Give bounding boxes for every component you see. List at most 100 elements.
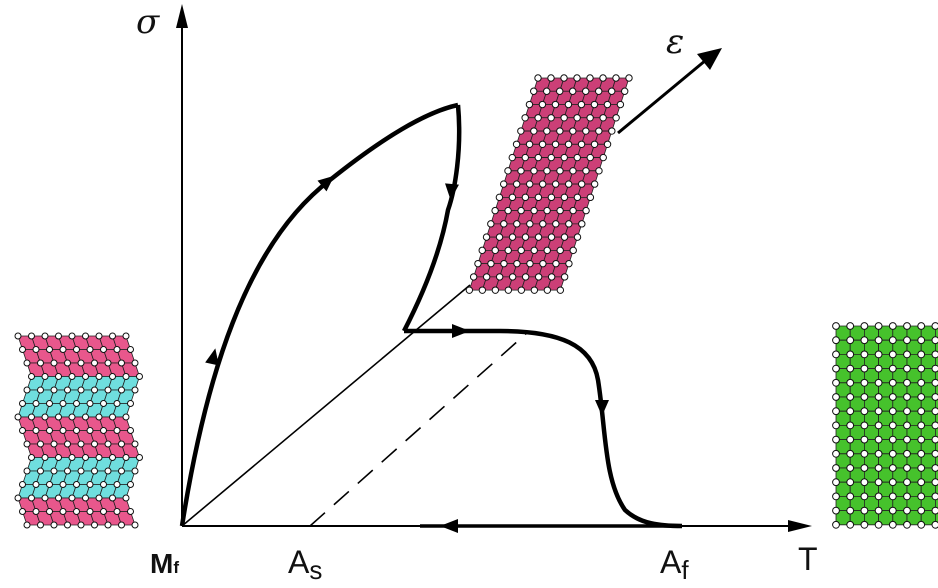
lattice-node (14, 332, 22, 340)
lattice-node (113, 481, 121, 488)
lattice-node (917, 478, 926, 487)
lattice-node (100, 427, 107, 434)
lattice-node (560, 74, 568, 82)
heating-path (404, 328, 683, 529)
lattice-node (530, 87, 538, 95)
lattice-node (41, 373, 49, 380)
lattice-node (495, 233, 504, 241)
lattice-node (517, 286, 526, 294)
lattice-node (73, 427, 80, 434)
lattice-node (131, 440, 139, 448)
lattice-node (917, 492, 926, 501)
lattice-node (539, 259, 547, 268)
lattice-node (131, 359, 139, 367)
lattice-node (499, 180, 508, 188)
lattice-node (122, 494, 130, 502)
lattice-node (122, 332, 130, 340)
lattice-node (517, 206, 525, 215)
lattice-node (625, 74, 633, 82)
lattice-node (874, 393, 883, 401)
lattice-node (599, 114, 607, 122)
twinned-martensite-lattice (14, 332, 143, 529)
lattice-node (586, 193, 595, 202)
lattice-node (525, 140, 534, 149)
stress-axis-label: σ (136, 2, 160, 42)
lattice-node (874, 449, 883, 458)
lattice-node (77, 467, 85, 475)
lattice-node (560, 193, 569, 202)
lattice-node (50, 467, 58, 475)
lattice-node (860, 393, 869, 401)
lattice-node (32, 481, 40, 488)
lattice-node (874, 421, 883, 430)
lattice-node (577, 180, 586, 188)
lattice-node (50, 521, 58, 529)
lattice-node (82, 332, 89, 340)
lattice-node (86, 481, 94, 488)
lattice-node (888, 322, 897, 330)
lattice-node (59, 427, 67, 434)
lattice-node (860, 478, 869, 487)
lattice-node (888, 350, 897, 359)
lattice-node (521, 233, 530, 241)
lattice-node (560, 233, 569, 241)
lattice-node (903, 336, 911, 345)
lattice-node (28, 373, 35, 380)
lattice-node (547, 74, 555, 82)
lattice-node (874, 364, 883, 373)
lattice-node (504, 286, 513, 294)
lattice-node (77, 359, 85, 367)
lattice-node (469, 273, 478, 281)
lattice-node (569, 127, 577, 135)
lattice-node (55, 373, 62, 380)
lattice-node (86, 427, 94, 434)
strain-arrow (617, 58, 707, 135)
arrow-load-1 (205, 348, 219, 366)
lattice-node (19, 400, 26, 407)
lattice-node (595, 87, 603, 95)
lattice-node (95, 373, 103, 380)
lattice-node (68, 332, 76, 340)
lattice-node (556, 127, 564, 135)
lattice-node (19, 508, 26, 515)
lattice-node (582, 87, 590, 95)
lattice-node (55, 454, 62, 461)
lattice-node (50, 386, 58, 394)
lattice-node (582, 127, 590, 135)
lattice-node (512, 180, 521, 188)
arrow-heat-1 (452, 324, 470, 338)
lattice-node (41, 332, 49, 340)
lattice-node (19, 346, 26, 353)
lattice-node (888, 449, 897, 458)
lattice-node (77, 440, 85, 448)
lattice-node (68, 494, 76, 502)
lattice-node (832, 520, 840, 529)
lattice-node (903, 421, 911, 430)
lattice-node (917, 322, 926, 330)
lattice-node (860, 506, 869, 515)
lattice-node (543, 206, 551, 215)
lattice-node (874, 435, 883, 444)
lattice-node (122, 454, 130, 461)
lattice-node (860, 520, 869, 529)
lattice-node (37, 440, 44, 448)
lattice-node (508, 273, 517, 281)
lattice-node (832, 435, 840, 444)
lattice-node (512, 140, 521, 149)
lattice-node (534, 193, 543, 202)
lattice-node (41, 454, 49, 461)
lattice-node (888, 520, 897, 529)
lattice-node (530, 167, 538, 175)
lattice-node (590, 180, 599, 188)
lattice-node (491, 206, 499, 215)
lattice-node (832, 478, 840, 487)
lattice-node (68, 373, 76, 380)
lattice-node (917, 336, 926, 345)
lattice-node (860, 464, 869, 472)
lattice-node (82, 413, 89, 421)
arrow-unload (445, 183, 459, 200)
lattice-node (582, 167, 590, 175)
lattice-node (556, 286, 565, 294)
lattice-node (888, 478, 897, 487)
lattice-node (73, 346, 80, 353)
